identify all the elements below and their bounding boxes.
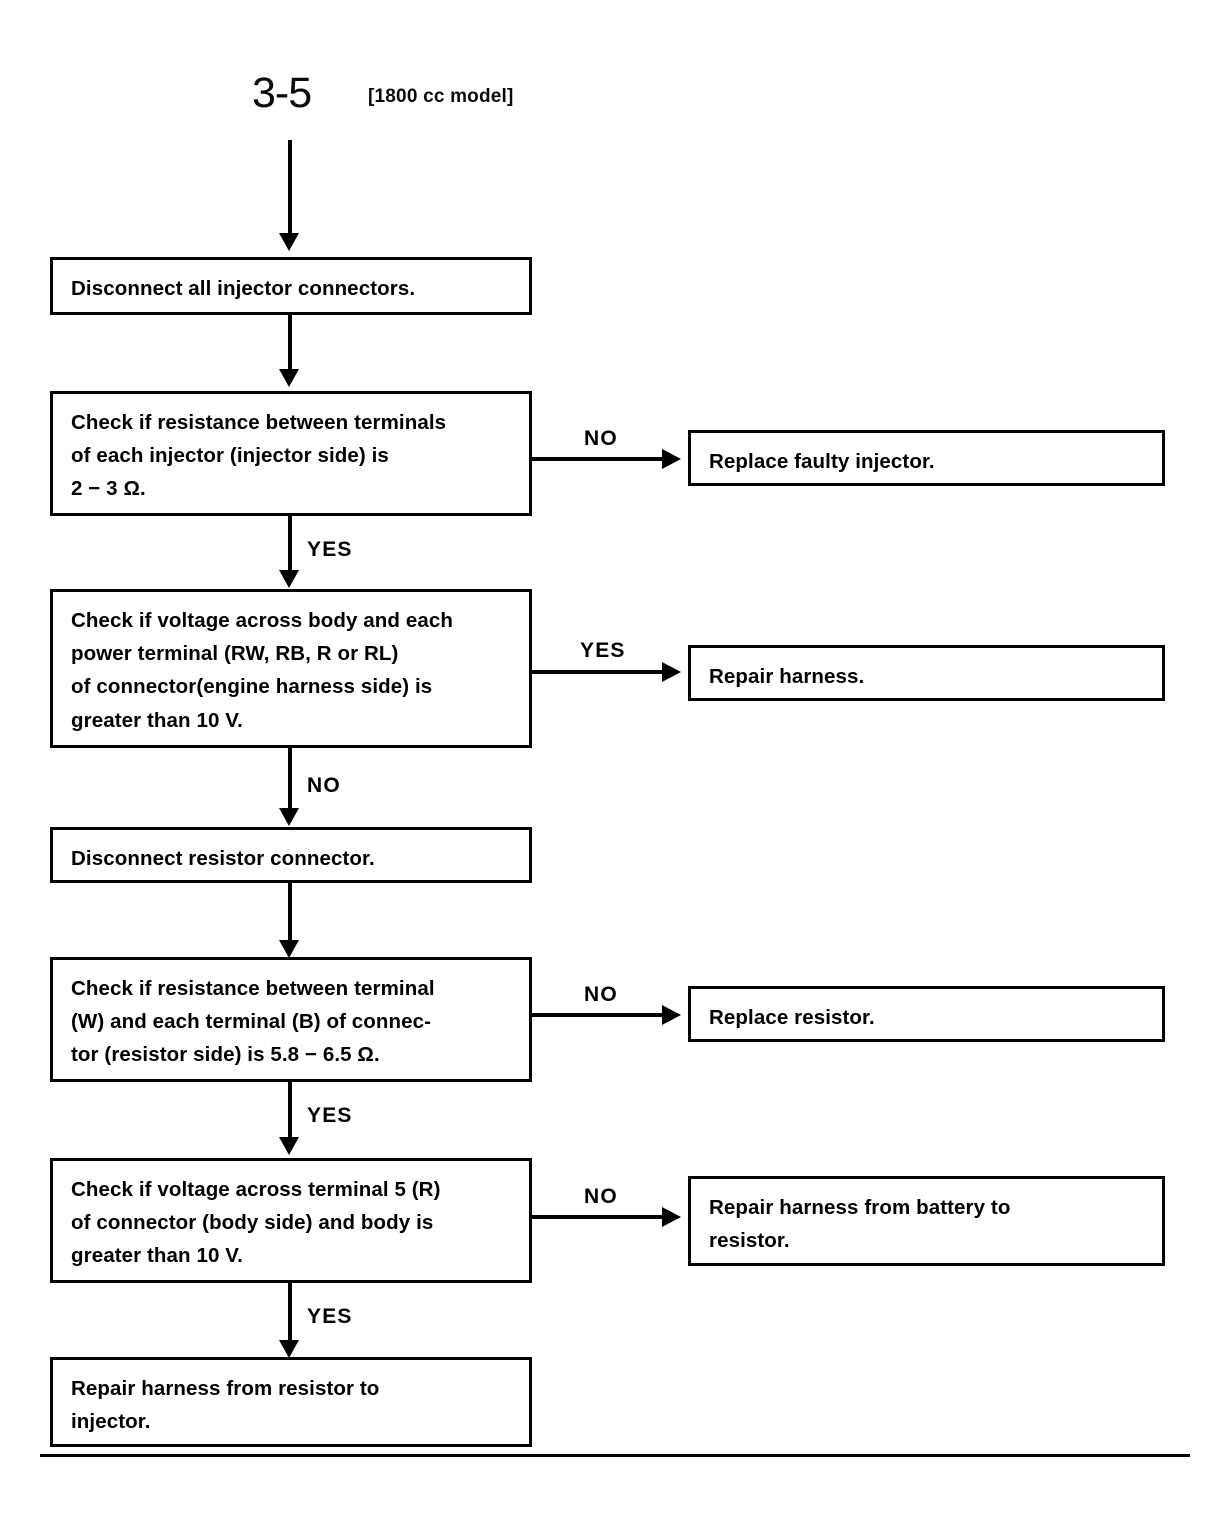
arrowhead-n1-to-n2	[279, 369, 299, 387]
branch-label-yes-1: YES	[307, 538, 353, 561]
node-check-injector-resistance[interactable]: Check if resistance between terminals of…	[50, 391, 532, 516]
node-replace-resistor[interactable]: Replace resistor.	[688, 986, 1165, 1042]
model-note: [1800 cc model]	[368, 86, 514, 107]
connector-n2-to-n3	[532, 457, 664, 461]
arrowhead-n6-to-n7	[279, 940, 299, 958]
connector-n1-to-n2	[288, 315, 292, 373]
arrowhead-n7-to-n9	[279, 1137, 299, 1155]
branch-label-yes-3: YES	[307, 1104, 353, 1127]
connector-n9-to-n11	[288, 1283, 292, 1345]
arrowhead-n2-to-n3	[662, 449, 681, 469]
footer-divider	[40, 1454, 1190, 1457]
connector-n7-to-n9	[288, 1082, 292, 1142]
node-label: Repair harness.	[709, 665, 865, 688]
branch-label-no-2: NO	[307, 774, 341, 797]
node-label: Check if voltage across body and each po…	[71, 609, 453, 732]
node-repair-harness[interactable]: Repair harness.	[688, 645, 1165, 701]
node-replace-faulty-injector[interactable]: Replace faulty injector.	[688, 430, 1165, 486]
node-repair-harness-resistor-to-injector[interactable]: Repair harness from resistor to injector…	[50, 1357, 532, 1447]
connector-n7-to-n8	[532, 1013, 664, 1017]
node-label: Replace resistor.	[709, 1006, 875, 1029]
connector-n4-to-n5	[532, 670, 664, 674]
node-check-power-terminal-voltage[interactable]: Check if voltage across body and each po…	[50, 589, 532, 748]
arrowhead-n9-to-n11	[279, 1340, 299, 1358]
arrowhead-start-to-n1	[279, 233, 299, 251]
branch-label-no-3: NO	[584, 983, 618, 1006]
arrowhead-n7-to-n8	[662, 1005, 681, 1025]
connector-n2-to-n4	[288, 516, 292, 574]
node-label: Repair harness from battery to resistor.	[709, 1196, 1011, 1253]
branch-label-no-4: NO	[584, 1185, 618, 1208]
node-label: Check if resistance between terminals of…	[71, 411, 447, 501]
branch-label-yes-2: YES	[580, 639, 626, 662]
node-check-resistor-resistance[interactable]: Check if resistance between terminal (W)…	[50, 957, 532, 1082]
node-repair-harness-battery-to-resistor[interactable]: Repair harness from battery to resistor.	[688, 1176, 1165, 1266]
branch-label-no-1: NO	[584, 427, 618, 450]
node-label: Repair harness from resistor to injector…	[71, 1377, 380, 1434]
page-number: 3-5	[252, 69, 312, 117]
arrowhead-n4-to-n6	[279, 808, 299, 826]
connector-n9-to-n10	[532, 1215, 664, 1219]
node-label: Check if voltage across terminal 5 (R) o…	[71, 1178, 441, 1268]
connector-n6-to-n7	[288, 883, 292, 945]
connector-start-to-n1	[288, 140, 292, 237]
node-label: Replace faulty injector.	[709, 450, 935, 473]
node-label: Check if resistance between terminal (W)…	[71, 977, 435, 1067]
node-label: Disconnect resistor connector.	[71, 847, 375, 870]
node-label: Disconnect all injector connectors.	[71, 277, 416, 300]
node-disconnect-resistor-connector[interactable]: Disconnect resistor connector.	[50, 827, 532, 883]
arrowhead-n4-to-n5	[662, 662, 681, 682]
node-check-terminal5-voltage[interactable]: Check if voltage across terminal 5 (R) o…	[50, 1158, 532, 1283]
arrowhead-n9-to-n10	[662, 1207, 681, 1227]
branch-label-yes-4: YES	[307, 1305, 353, 1328]
arrowhead-n2-to-n4	[279, 570, 299, 588]
node-disconnect-injector-connectors[interactable]: Disconnect all injector connectors.	[50, 257, 532, 315]
connector-n4-to-n6	[288, 748, 292, 813]
